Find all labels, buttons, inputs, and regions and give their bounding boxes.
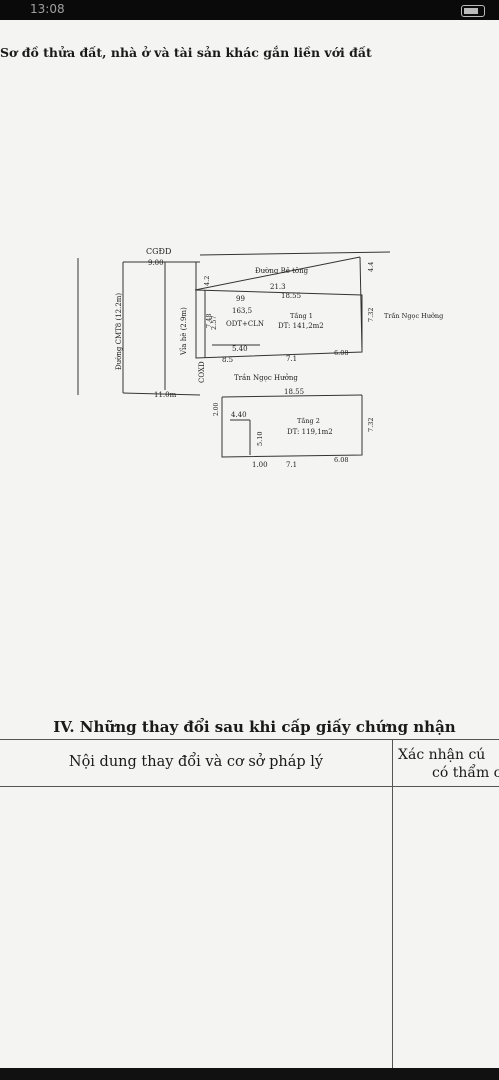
label-floor1-area: DT: 141,2m2 [278,322,324,330]
label-dim-5-10: 5.10 [256,432,264,446]
label-floor2: Tầng 2 [297,416,320,425]
label-cgdd: CGĐD [146,247,171,256]
label-dim-18-55-top: 18.55 [281,292,301,300]
section-title: IV. Những thay đổi sau khi cấp giấy chứn… [53,718,456,736]
label-dim-4-40: 4.40 [231,411,247,419]
label-dim-18-55-bottom: 18.55 [284,388,304,396]
bottom-edge [0,1068,499,1080]
label-neighbor-bottom: Trần Ngọc Hưởng [234,373,298,382]
status-time: 13:08 [30,2,65,16]
label-dim-6-08-b: 6.08 [334,456,348,464]
label-dim-5-40: 5.40 [232,345,248,353]
confirmation-line-1: Xác nhận cú [398,747,486,763]
label-map-sheet: 163,5 [232,307,252,315]
land-plot-diagram: CGĐD 9.00 Đường CMT8 (12.2m) Vỉa hè (2.9… [77,247,443,469]
label-dim-4-2: 4.2 [203,276,211,286]
label-dim-21-3: 21.3 [270,283,286,291]
label-dim-7-1-a: 7.1 [286,355,297,363]
status-bar: 13:08 [0,0,499,20]
label-land-use: ODT+CLN [226,320,264,328]
label-dim-7-48: 7.48 [205,314,213,328]
label-floor1: Tầng 1 [290,311,313,320]
document-heading: Sơ đồ thửa đất, nhà ở và tài sản khác gắ… [0,45,372,60]
label-dim-1-00: 1.00 [252,461,268,469]
label-dim-2-00: 2.00 [213,402,220,416]
label-dim-8-5: 8.5 [222,356,233,364]
label-bottom-left-dim: 11.0m [154,391,177,399]
label-road-top-width: 9.00 [148,259,164,267]
label-dim-4-4: 4.4 [367,262,375,272]
table-column-divider [392,740,393,1070]
changes-table: Nội dung thay đổi và cơ sở pháp lý Xác n… [0,739,499,1070]
label-coxd: COXD [198,361,206,383]
label-street: Đường Bê tông [255,267,309,275]
label-dim-6-08-a: 6.08 [334,349,348,357]
label-dim-7-32-right: 7.32 [367,308,375,322]
table-header-changes: Nội dung thay đổi và cơ sở pháp lý [68,754,324,770]
label-road-left: Đường CMT8 (12.2m) [115,293,123,370]
table-header-confirmation: Xác nhận cú có thẩm c [398,746,499,782]
label-dim-7-32-b: 7.32 [367,418,375,432]
confirmation-line-2: có thẩm c [432,765,499,781]
label-dim-7-1-b: 7.1 [286,461,297,469]
label-parcel-no: 99 [236,295,245,303]
battery-icon [461,5,485,17]
label-sidewalk: Vỉa hè (2.9m) [179,307,188,356]
label-floor2-area: DT: 119,1m2 [287,428,333,436]
table-header-divider [0,786,499,787]
label-dim-2-57: 2.57 [210,316,218,330]
label-neighbor-right: Trần Ngọc Hưởng [384,311,443,320]
